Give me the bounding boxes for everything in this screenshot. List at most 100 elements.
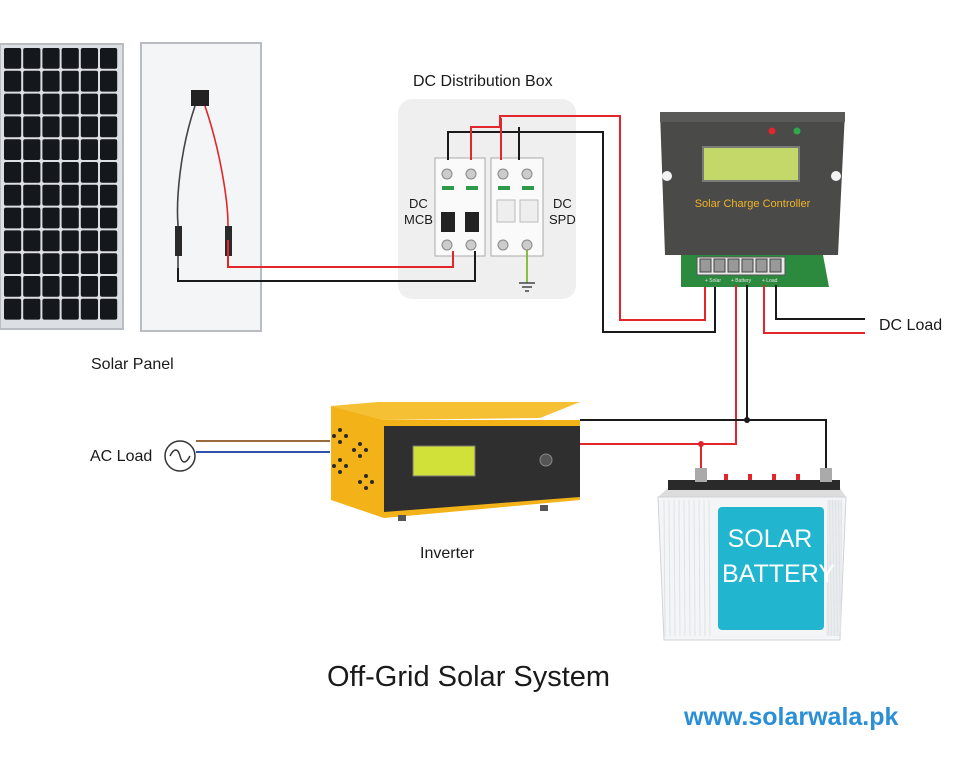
solar-cell: [100, 230, 118, 252]
inverter-label: Inverter: [420, 545, 475, 562]
terminal-screw: [741, 258, 754, 273]
battery-rib: [678, 499, 681, 637]
solar-cell: [100, 253, 118, 274]
battery-rib: [838, 499, 841, 637]
terminal-label-load: + Load: [762, 278, 778, 284]
solar-cell: [4, 93, 22, 115]
diagram-title: Off-Grid Solar System: [327, 661, 611, 693]
solar-cell: [61, 230, 79, 252]
solar-cell: [4, 276, 22, 297]
solar-cell: [61, 116, 79, 138]
charge-controller-label: Solar Charge Controller: [694, 198, 811, 210]
solar-cell: [100, 139, 118, 160]
terminal-screw: [713, 258, 726, 273]
battery-rib: [831, 499, 833, 637]
solar-cell: [23, 116, 41, 138]
solar-cell: [23, 139, 41, 160]
solar-cell: [80, 184, 98, 206]
dc-mcb-label-line2: MCB: [404, 212, 433, 227]
battery-rib: [673, 499, 676, 637]
solar-cell: [61, 207, 79, 229]
terminal-label-solar: + Solar: [705, 278, 721, 284]
solar-panel-label: Solar Panel: [91, 356, 174, 373]
mc4-connector-negative: [175, 226, 182, 256]
solar-cell: [23, 184, 41, 206]
solar-cell: [4, 184, 22, 206]
solar-cell: [42, 207, 60, 229]
solar-cell: [80, 70, 98, 92]
solar-cell: [42, 116, 60, 138]
solar-cells: [4, 48, 118, 320]
dc-box-label: DC Distribution Box: [413, 73, 553, 90]
battery-label-line2: BATTERY: [722, 560, 835, 588]
junction-box: [191, 90, 209, 106]
battery-label-line1: SOLAR: [727, 525, 813, 553]
solar-cell: [80, 276, 98, 297]
battery-rib: [698, 499, 701, 637]
solar-cell: [61, 48, 79, 69]
solar-cell: [80, 162, 98, 183]
battery-rib: [693, 499, 696, 637]
battery-rib: [663, 499, 666, 637]
solar-cell: [100, 162, 118, 183]
battery-rib: [668, 499, 671, 637]
solar-cell: [42, 253, 60, 274]
solar-cell: [80, 230, 98, 252]
ground-symbol-icon: [519, 282, 535, 292]
solar-cell: [80, 93, 98, 115]
solar-cell: [61, 298, 79, 320]
battery-rib: [840, 499, 842, 637]
terminal-screw: [699, 258, 712, 273]
solar-cell: [100, 48, 118, 69]
solar-cell: [23, 276, 41, 297]
solar-cell: [61, 93, 79, 115]
battery-rib: [832, 499, 835, 637]
solar-cell: [4, 230, 22, 252]
battery-rib: [708, 499, 711, 637]
solar-panel: [0, 42, 262, 332]
solar-cell: [4, 48, 22, 69]
solar-cell: [4, 116, 22, 138]
terminal-label-battery: + Battery: [731, 278, 752, 284]
solar-cell: [100, 93, 118, 115]
inverter: [331, 402, 580, 521]
solar-cell: [100, 207, 118, 229]
solar-cell: [23, 48, 41, 69]
solar-cell: [80, 139, 98, 160]
website-url: www.solarwala.pk: [684, 703, 899, 731]
led-indicator-icon: [768, 127, 776, 135]
terminal-screw: [727, 258, 740, 273]
battery-label-panel: [718, 507, 824, 630]
dc-spd-label-line2: SPD: [549, 212, 576, 227]
battery-rib: [688, 499, 691, 637]
battery-rib: [834, 499, 836, 637]
controller-lcd: [702, 146, 800, 182]
ac-load-label: AC Load: [90, 448, 153, 465]
solar-cell: [4, 70, 22, 92]
battery-rib: [703, 499, 706, 637]
solar-cell: [61, 139, 79, 160]
battery-rib: [683, 499, 686, 637]
dc-load-label: DC Load: [879, 317, 943, 334]
solar-cell: [100, 276, 118, 297]
battery-rib: [828, 499, 830, 637]
solar-cell: [23, 162, 41, 183]
vent-holes: [332, 428, 374, 490]
battery-rib: [826, 499, 829, 637]
solar-cell: [4, 298, 22, 320]
solar-cell: [23, 298, 41, 320]
solar-cell: [23, 207, 41, 229]
solar-cell: [42, 230, 60, 252]
solar-cell: [42, 298, 60, 320]
solar-cell: [23, 70, 41, 92]
dc-spd-label: DC SPD: [549, 196, 576, 228]
solar-cell: [80, 253, 98, 274]
solar-cell: [4, 207, 22, 229]
solar-cell: [42, 184, 60, 206]
solar-cell: [80, 48, 98, 69]
battery-rib: [837, 499, 839, 637]
dc-mcb-label: DC MCB: [404, 196, 433, 228]
solar-cell: [61, 253, 79, 274]
battery-rib: [835, 499, 838, 637]
